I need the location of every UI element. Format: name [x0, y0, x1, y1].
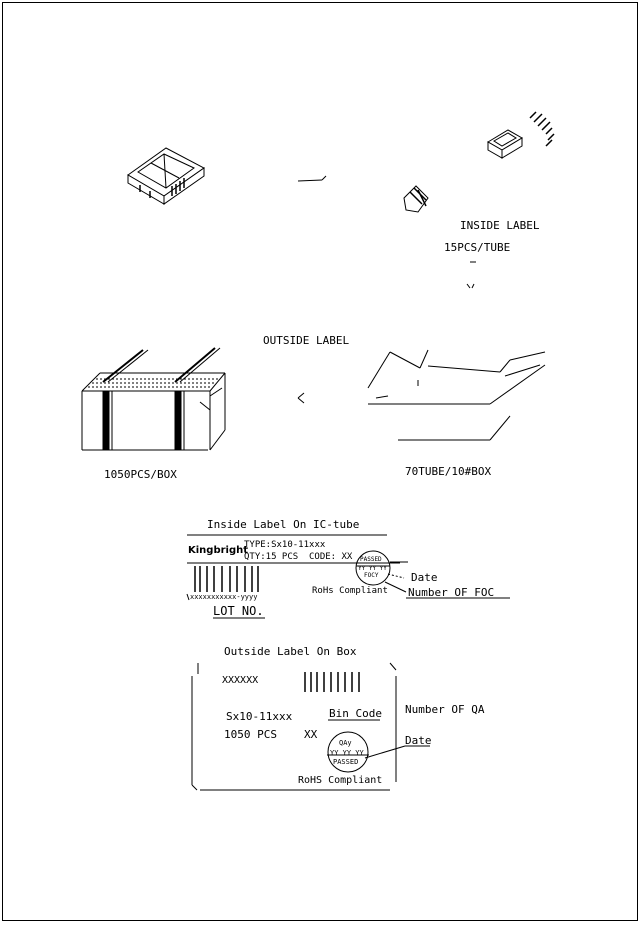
ic-tube-illustration — [403, 111, 555, 289]
arrow-to-tube — [297, 175, 327, 182]
outside-label-caption: OUTSIDE LABEL — [263, 334, 350, 347]
box-qa-callout: Number OF QA — [405, 703, 485, 716]
box-stamp-top: QAy — [339, 739, 352, 747]
box-label-xx: XX — [304, 728, 318, 741]
box-label-drawing — [191, 662, 430, 791]
box-stamp-mid: YY YY YY — [330, 749, 364, 757]
led-device-illustration — [127, 147, 205, 205]
box-label-code: XXXXXX — [222, 675, 259, 686]
tube-quantity-caption: 15PCS/TUBE — [444, 241, 511, 254]
arrow-to-box — [297, 392, 305, 404]
tube-label-code: CODE: XX — [309, 552, 353, 562]
tube-label-type: TYPE:Sx10-11xxx — [244, 540, 326, 550]
tube-label-serial: xxxxxxxxxxx-yyyy — [190, 593, 258, 601]
tube-box-illustration — [367, 349, 546, 441]
box-quantity-caption: 1050PCS/BOX — [104, 468, 177, 481]
box-stamp-bottom: PASSED — [333, 758, 359, 766]
tube-stamp-top: PASSED — [360, 556, 382, 563]
box-label-part: Sx10-11xxx — [226, 710, 293, 723]
shipping-box-illustration — [81, 347, 226, 451]
tube-label-drawing — [186, 534, 510, 619]
lot-number-label: LOT NO. — [213, 604, 264, 618]
tube-date-callout: Date — [411, 571, 438, 584]
tube-label-qty: QTY:15 PCS — [244, 552, 299, 562]
box-label-title: Outside Label On Box — [224, 645, 357, 658]
tube-stamp-mid: YY YY YY — [358, 565, 387, 572]
box-rohs-text: RoHS Compliant — [298, 775, 383, 786]
box-date-callout: Date — [405, 734, 432, 747]
tube-label-title: Inside Label On IC-tube — [207, 518, 360, 531]
tube-rohs-text: RoHs Compliant — [312, 586, 388, 596]
tube-stamp-bottom: FOCY — [364, 572, 379, 579]
box-label-qty: 1050 PCS — [224, 728, 277, 741]
kingbright-logo: Kingbright — [188, 545, 249, 556]
tube-box-caption: 70TUBE/10#BOX — [405, 465, 492, 478]
inside-label-caption: INSIDE LABEL — [460, 219, 540, 232]
tube-foc-callout: Number OF FOC — [408, 586, 495, 599]
box-label-bin-code: Bin Code — [329, 707, 382, 720]
